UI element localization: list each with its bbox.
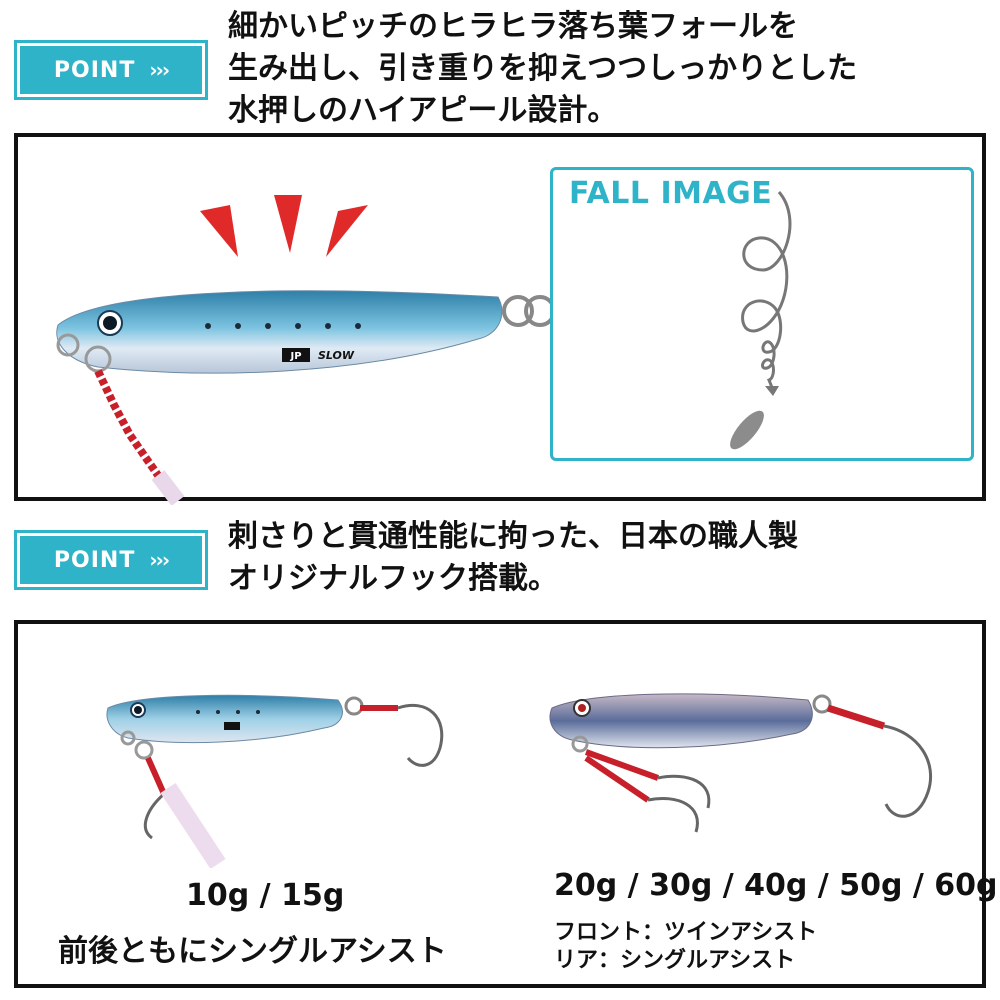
fall-image-panel: JP SLOW FALL IMAGE	[14, 133, 986, 505]
chevron-triple-icon: ›››	[149, 58, 170, 82]
fall-image-box: FALL IMAGE	[550, 167, 974, 461]
alert-marks-icon	[200, 195, 368, 257]
chevron-triple-icon: ›››	[149, 548, 170, 572]
lure-label-jp: JP	[289, 351, 301, 362]
lure-twin-assist-image	[549, 693, 933, 833]
left-assist-desc: 前後ともにシングルアシスト	[58, 934, 447, 969]
point1-headline: 細かいピッチのヒラヒラ落ち葉フォールを 生み出し、引き重りを抑えつつしっかりとし…	[228, 6, 857, 132]
headline-line: 水押しのハイアピール設計。	[228, 93, 618, 128]
headline-line: 生み出し、引き重りを抑えつつしっかりとした	[228, 51, 858, 86]
fall-path-illustration	[730, 191, 792, 450]
point2-headline: 刺さりと貫通性能に拘った、日本の職人製 オリジナルフック搭載。	[228, 516, 798, 600]
lure-label-slow: SLOW	[318, 349, 355, 362]
point-label: POINT	[53, 57, 136, 83]
point-badge-2: POINT ›››	[14, 530, 208, 590]
point-label: POINT	[53, 547, 136, 573]
headline-line: 刺さりと貫通性能に拘った、日本の職人製	[228, 519, 798, 554]
lure-single-assist-image	[106, 694, 444, 868]
right-weights: 20g / 30g / 40g / 50g / 60g	[554, 868, 998, 903]
hook-panel: 10g / 15g 前後ともにシングルアシスト 20g / 30g / 40g …	[14, 620, 998, 988]
fall-image-title: FALL IMAGE	[569, 176, 773, 211]
headline-line: 細かいピッチのヒラヒラ落ち葉フォールを	[228, 9, 798, 44]
left-weights: 10g / 15g	[186, 878, 345, 913]
headline-line: オリジナルフック搭載。	[228, 561, 558, 596]
point-badge-1: POINT ›››	[14, 40, 208, 100]
right-front-assist: フロント：ツインアシスト	[554, 920, 818, 945]
right-rear-assist: リア：シングルアシスト	[554, 948, 796, 973]
lure-main-image: JP SLOW	[56, 290, 556, 505]
